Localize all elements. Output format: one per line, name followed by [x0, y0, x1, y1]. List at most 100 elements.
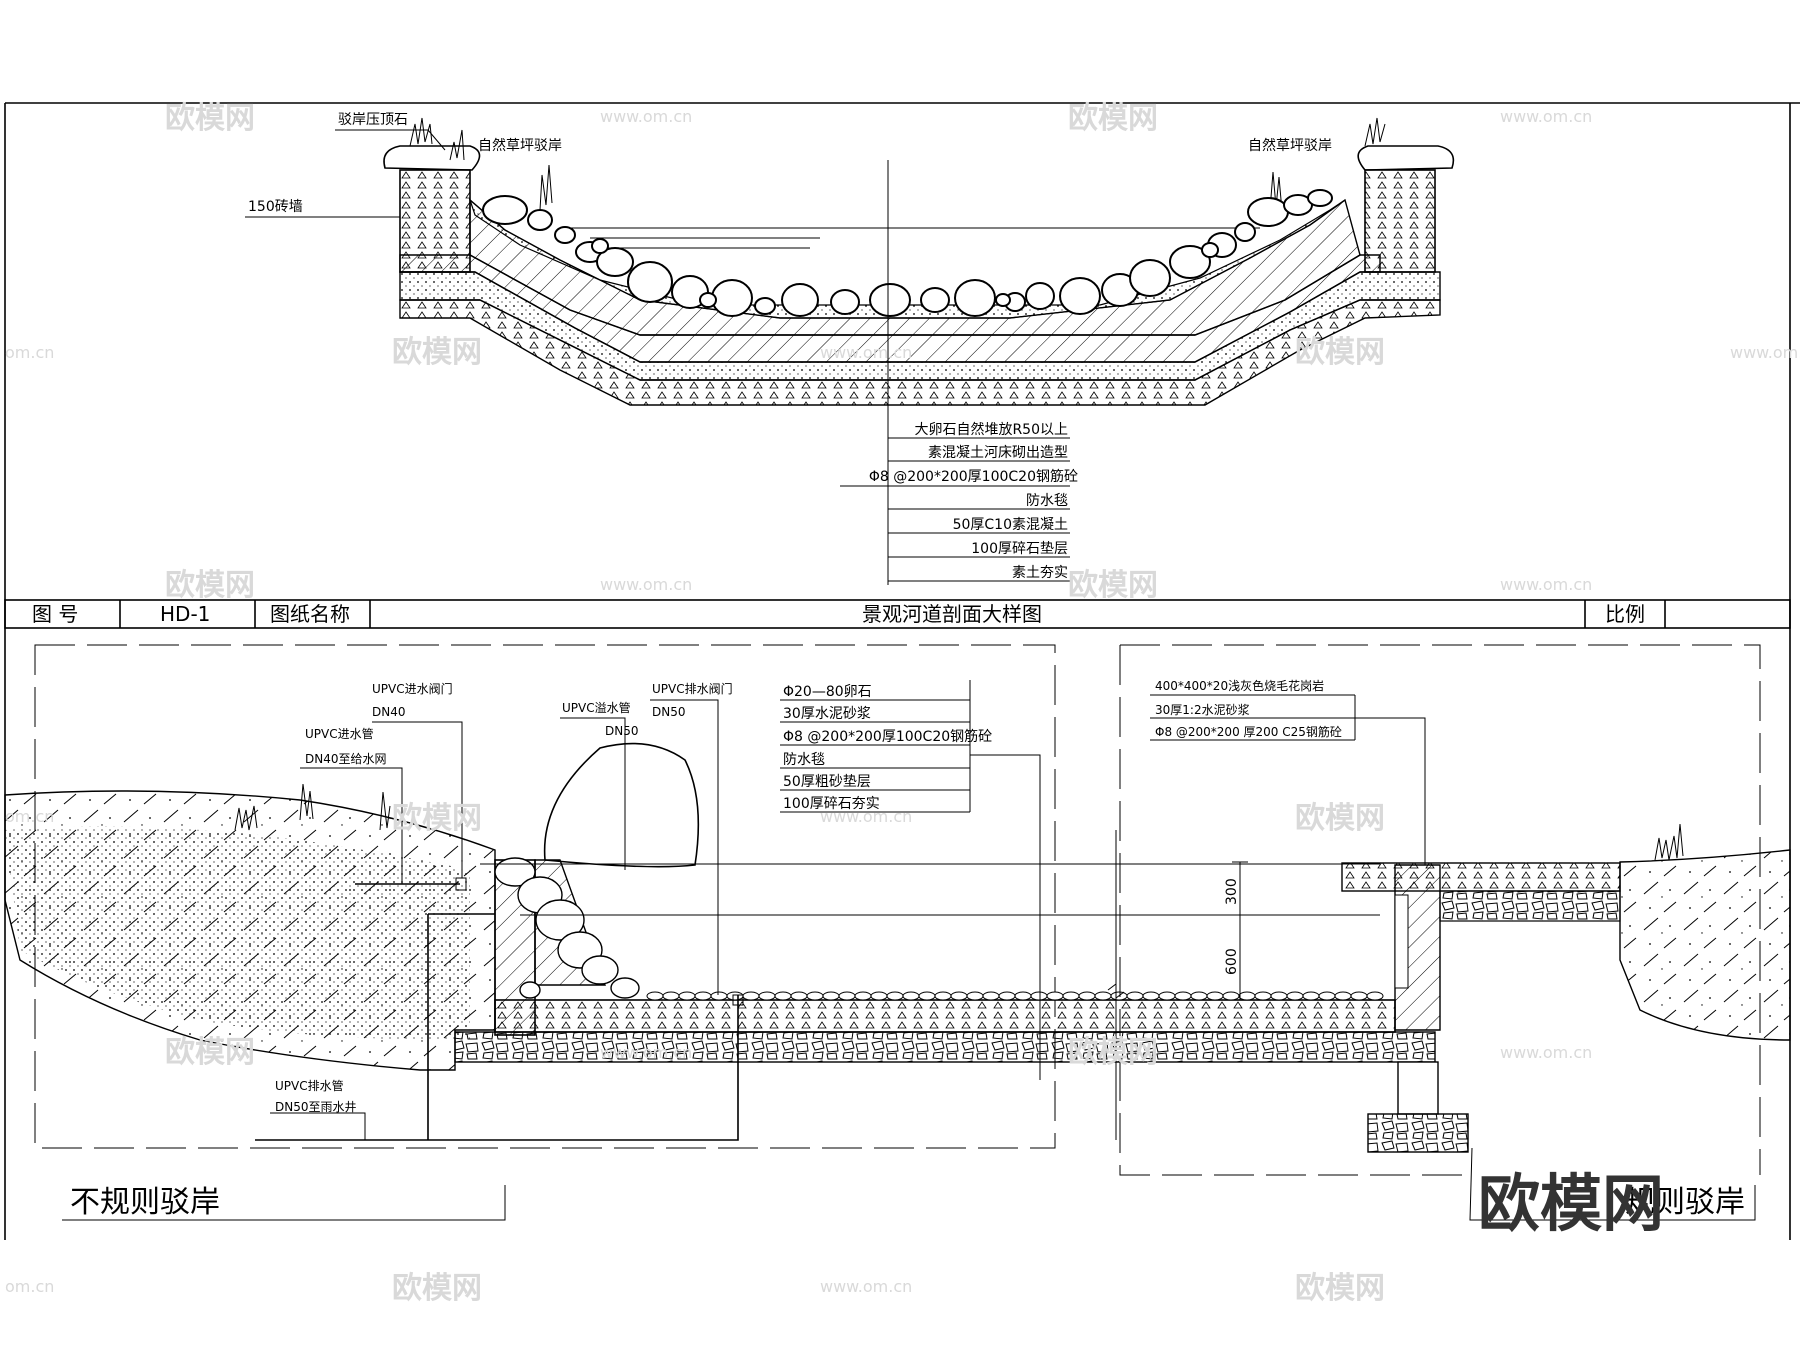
watermark-brand: 欧模网: [392, 801, 482, 836]
watermark-logo: 欧模网: [1478, 1167, 1664, 1240]
label-grass-left: 自然草坪驳岸: [478, 137, 562, 154]
pebble: [1286, 991, 1304, 1001]
drain-valve-size: DN50: [652, 705, 686, 719]
pebble: [726, 991, 744, 1001]
pebble: [1222, 991, 1240, 1001]
watermark-url: www.om.cn: [1500, 575, 1592, 594]
drain-pipe-label: UPVC排水管: [275, 1078, 344, 1093]
bl-layer-4: 50厚粗砂垫层: [783, 774, 871, 790]
dim-upper: 300: [1224, 878, 1240, 905]
regular-bank-title: 规则驳岸: [1625, 1185, 1745, 1220]
watermark-brand: 欧模网: [1068, 1035, 1158, 1070]
pebble: [1201, 242, 1219, 258]
watermark-url: www.om.cn: [1730, 343, 1800, 362]
pebble: [886, 991, 904, 1001]
watermark-brand: 欧模网: [1295, 801, 1385, 836]
pebble: [1234, 222, 1256, 242]
pebble: [646, 991, 664, 1001]
pebble: [1025, 282, 1055, 310]
pebble: [1094, 991, 1112, 1001]
inlet-valve-label: UPVC进水阀门: [372, 681, 453, 696]
top-layer-1: 素混凝土河床砌出造型: [928, 445, 1068, 461]
pebble: [710, 991, 728, 1001]
pebble: [1142, 991, 1160, 1001]
br-layer-1: 30厚1:2水泥砂浆: [1155, 702, 1250, 717]
bl-layer-3: 防水毯: [783, 752, 825, 768]
watermark-brand: 欧模网: [392, 1271, 482, 1306]
watermark-url: www.om.cn: [600, 107, 692, 126]
pebble: [998, 991, 1016, 1001]
pebble: [519, 981, 541, 999]
top-layer-5: 100厚碎石垫层: [971, 541, 1068, 557]
pebble: [754, 297, 776, 315]
coping-stone-left: [383, 145, 481, 171]
pebble: [1318, 991, 1336, 1001]
pebble: [699, 292, 717, 308]
pebble: [742, 991, 760, 1001]
pebble: [554, 226, 576, 244]
pebble: [610, 977, 640, 999]
bottom-right-labels: 400*400*20浅灰色烧毛花岗岩 30厚1:2水泥砂浆 Φ8 @200*20…: [1155, 678, 1745, 1220]
pebble: [1350, 991, 1368, 1001]
pebble: [581, 955, 619, 985]
overflow-pipe-label: UPVC溢水管: [562, 700, 631, 715]
top-layer-table: 大卵石自然堆放R50以上 素混凝土河床砌出造型 Φ8 @200*200厚100C…: [840, 415, 1078, 585]
pebble: [1270, 991, 1288, 1001]
br-layer-2: Φ8 @200*200 厚200 C25钢筋砼: [1155, 724, 1342, 739]
bottom-left-labels: UPVC进水阀门 DN40 UPVC进水管 DN40至给水网 UPVC溢水管 D…: [70, 681, 992, 1220]
dim-lower: 600: [1224, 948, 1240, 975]
watermark-brand: 欧模网: [1295, 1271, 1385, 1306]
drawing-frame: [4, 102, 1800, 1240]
drawing-name-label: 图纸名称: [270, 602, 350, 626]
watermark-url: www.om.cn: [820, 343, 912, 362]
pebble: [591, 238, 609, 254]
ground-dots-left: [5, 826, 470, 1040]
pebble: [781, 283, 819, 317]
wall-inner-lining: [1394, 894, 1409, 989]
label-grass-right: 自然草坪驳岸: [1248, 137, 1332, 154]
irregular-bank-title: 不规则驳岸: [70, 1185, 220, 1220]
watermark-brand: 欧模网: [165, 101, 255, 136]
drain-valve: [732, 994, 744, 1006]
top-section-labels: 驳岸压顶石 150砖墙 自然草坪驳岸 自然草坪驳岸: [245, 112, 1332, 218]
top-layer-0: 大卵石自然堆放R50以上: [914, 421, 1068, 438]
pebble: [535, 899, 585, 941]
pebble: [1030, 991, 1048, 1001]
top-layer-4: 50厚C10素混凝土: [953, 517, 1068, 533]
drawing-no: HD-1: [160, 602, 210, 626]
watermark-brand: 欧模网: [1068, 568, 1158, 603]
bl-layer-0: Φ20—80卵石: [783, 684, 872, 700]
top-layer-3: 防水毯: [1026, 493, 1068, 509]
drawing-no-label: 图 号: [32, 602, 78, 626]
pebble: [1158, 991, 1176, 1001]
pebble: [869, 283, 911, 317]
label-brick-wall: 150砖墙: [248, 199, 303, 215]
pebble: [1174, 991, 1192, 1001]
bl-layer-2: Φ8 @200*200厚100C20钢筋砼: [783, 728, 992, 745]
pebble: [806, 991, 824, 1001]
watermarks: 欧模网 www.om.cn 欧模网 www.om.cn om.cn 欧模网 ww…: [5, 101, 1800, 1306]
pebble: [711, 279, 753, 317]
pebble: [694, 991, 712, 1001]
drawing-name: 景观河道剖面大样图: [862, 602, 1042, 626]
inlet-valve-size: DN40: [372, 705, 406, 719]
pebble: [1302, 991, 1320, 1001]
overflow-pipe-size: DN50: [605, 724, 639, 738]
pebble: [830, 289, 860, 315]
drain-valve-label: UPVC排水阀门: [652, 681, 733, 696]
pebble: [1014, 991, 1032, 1001]
watermark-brand: 欧模网: [392, 335, 482, 370]
brick-wall-right: [1364, 169, 1436, 273]
pebble: [1247, 197, 1289, 227]
pebble: [1254, 991, 1272, 1001]
pebble: [1062, 991, 1080, 1001]
watermark-url: www.om.cn: [1500, 1043, 1592, 1062]
pebble: [1190, 991, 1208, 1001]
pebble: [854, 991, 872, 1001]
pebble: [1126, 991, 1144, 1001]
granite-coping-slab: [1341, 862, 1621, 892]
pebble: [627, 261, 673, 303]
overflow-pipe: [255, 913, 739, 1141]
natural-ground-right: [1619, 849, 1791, 1041]
